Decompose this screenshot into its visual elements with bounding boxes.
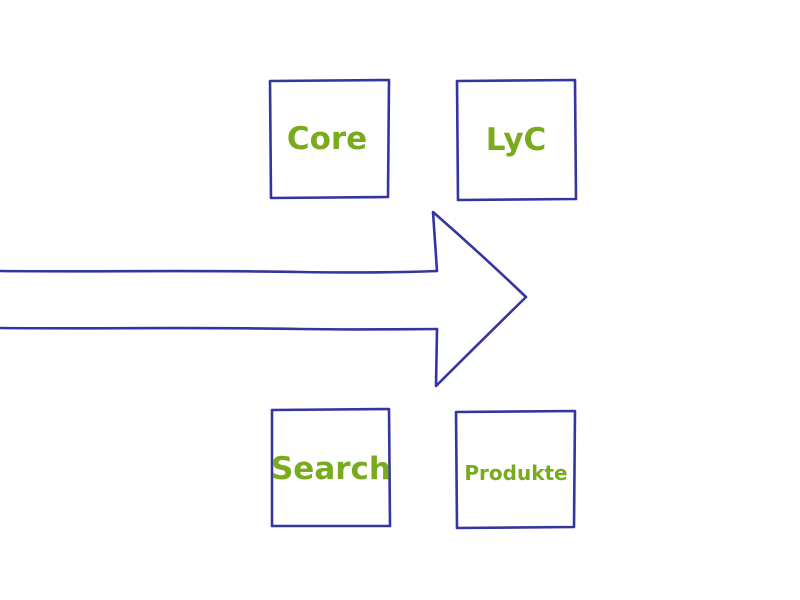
box-search-label: Search xyxy=(271,451,391,487)
box-core-label: Core xyxy=(287,121,367,157)
box-produkte: Produkte xyxy=(454,409,577,530)
box-produkte-label: Produkte xyxy=(464,461,567,485)
box-lyc: LyC xyxy=(455,78,578,202)
arrow-shaft-top xyxy=(0,269,439,274)
box-lyc-label: LyC xyxy=(486,122,547,158)
box-search: Search xyxy=(270,407,392,528)
flow-arrow xyxy=(0,210,528,388)
box-core-outline xyxy=(268,78,391,200)
arrow-head xyxy=(431,210,528,388)
box-lyc-outline xyxy=(455,78,578,202)
box-core: Core xyxy=(268,78,391,200)
box-produkte-outline xyxy=(454,409,577,530)
box-search-outline xyxy=(270,407,392,528)
arrow-shaft-bottom xyxy=(0,326,439,331)
